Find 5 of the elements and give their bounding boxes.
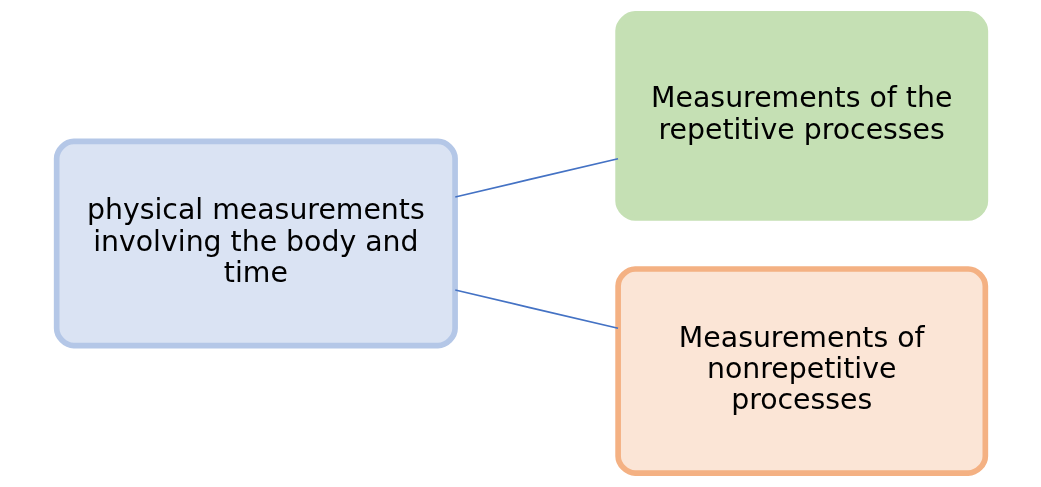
node-box: physical measurements involving the body and time: [53, 138, 458, 349]
connector: [453, 289, 619, 330]
connector: [453, 157, 619, 198]
node-box: Measurements of the repetitive processes: [614, 11, 988, 221]
node-box: Measurements of nonrepetitive processes: [614, 266, 988, 476]
